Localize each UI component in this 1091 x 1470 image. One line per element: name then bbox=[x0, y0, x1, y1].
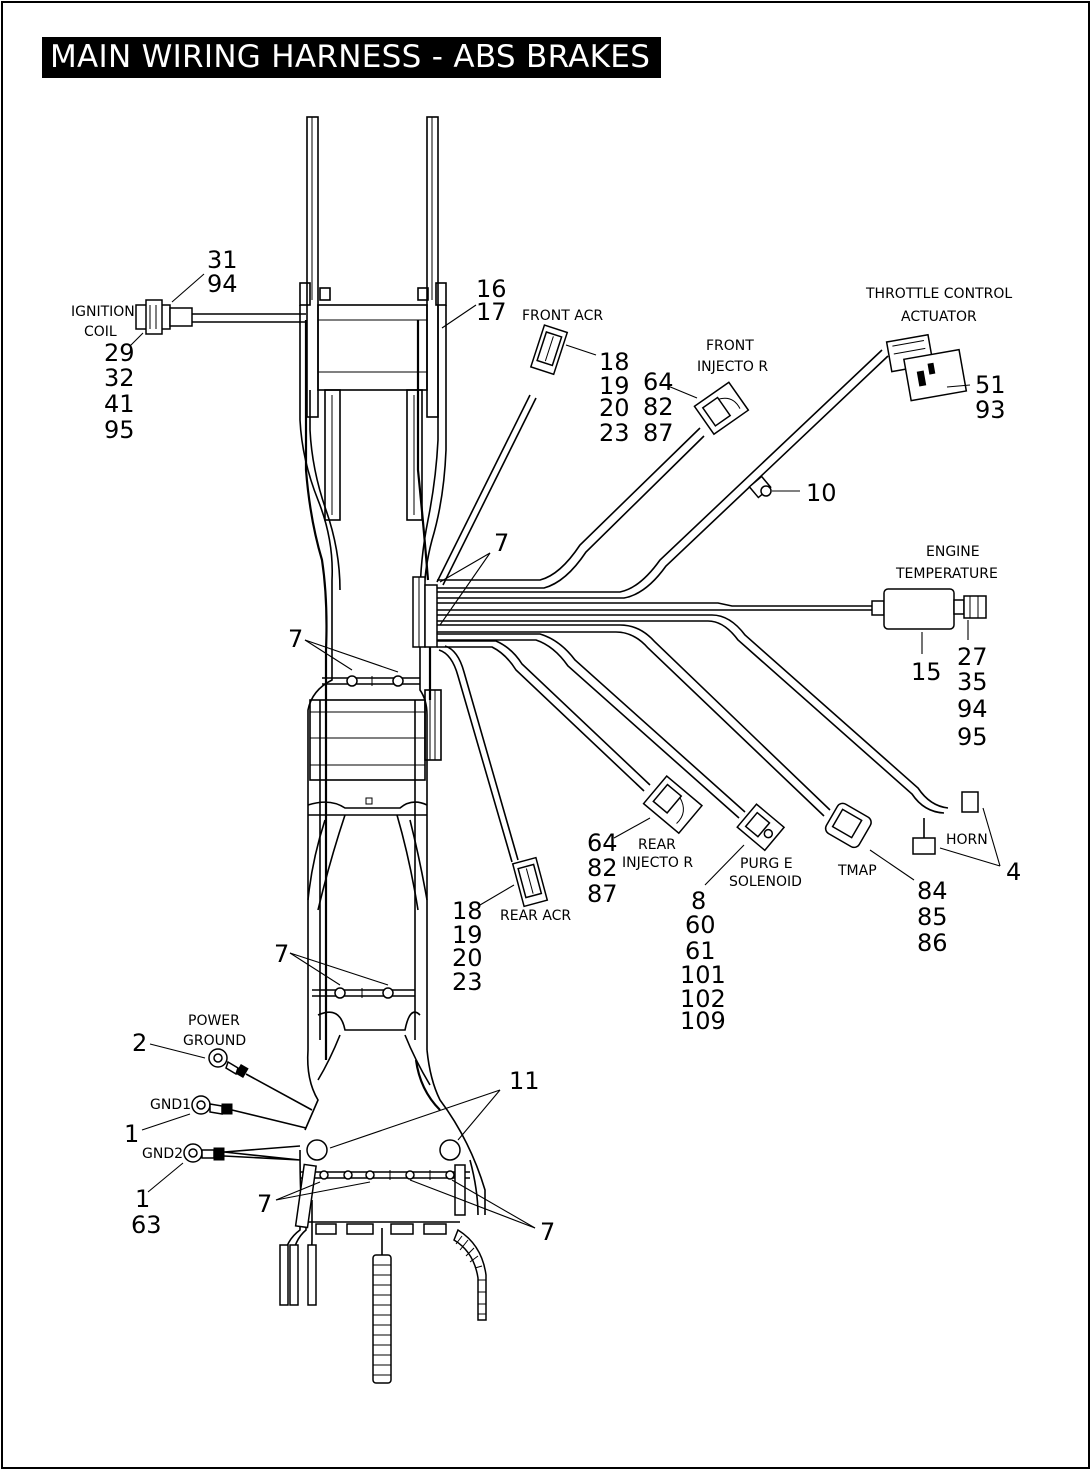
label-throttle-2: ACTUATOR bbox=[901, 309, 977, 325]
callout-94b: 94 bbox=[957, 695, 988, 723]
callout-16: 16 bbox=[476, 275, 507, 303]
callout-1-gnd2: 1 bbox=[135, 1185, 150, 1213]
front-injector-connector bbox=[693, 381, 750, 436]
callout-rear-acr-20: 20 bbox=[452, 944, 483, 972]
callout-10: 10 bbox=[806, 479, 837, 507]
callout-front-inj-64: 64 bbox=[643, 368, 674, 396]
callout-51: 51 bbox=[975, 371, 1006, 399]
ignition-coil-connector bbox=[135, 299, 193, 335]
rear-acr-connector bbox=[511, 856, 549, 908]
label-rear-acr: REAR ACR bbox=[500, 908, 571, 924]
callout-numbers: 31 94 29 32 41 95 16 17 18 19 20 23 64 8… bbox=[104, 246, 1021, 1246]
label-front-injector-1: FRONT bbox=[706, 338, 754, 354]
callout-rear-acr-23: 23 bbox=[452, 968, 483, 996]
callout-7-mid: 7 bbox=[274, 940, 289, 968]
callout-63: 63 bbox=[131, 1211, 162, 1239]
callout-35: 35 bbox=[957, 668, 988, 696]
callout-rear-acr-19: 19 bbox=[452, 921, 483, 949]
callout-11: 11 bbox=[509, 1067, 540, 1095]
label-purge-1: PURG E bbox=[740, 856, 793, 872]
label-power-ground-1: POWER bbox=[188, 1013, 240, 1029]
callout-rear-inj-64: 64 bbox=[587, 829, 618, 857]
callout-27: 27 bbox=[957, 643, 988, 671]
callout-front-acr-20: 20 bbox=[599, 394, 630, 422]
label-ignition-coil-1: IGNITION bbox=[71, 304, 135, 320]
engine-temperature-sensor bbox=[871, 588, 987, 630]
callout-85: 85 bbox=[917, 903, 948, 931]
callout-93: 93 bbox=[975, 396, 1006, 424]
callout-7-left: 7 bbox=[288, 625, 303, 653]
callout-front-acr-23: 23 bbox=[599, 419, 630, 447]
callout-31: 31 bbox=[207, 246, 238, 274]
purge-solenoid-connector bbox=[736, 803, 786, 852]
harness-trunk bbox=[304, 320, 441, 1111]
callout-rear-acr-18: 18 bbox=[452, 897, 483, 925]
callout-86: 86 bbox=[917, 929, 948, 957]
callout-front-inj-82: 82 bbox=[643, 393, 674, 421]
callout-front-acr-19: 19 bbox=[599, 372, 630, 400]
callout-rear-inj-87: 87 bbox=[587, 880, 618, 908]
motorcycle-frame bbox=[299, 116, 486, 1221]
callout-7-lower-left: 7 bbox=[257, 1190, 272, 1218]
callout-front-acr-18: 18 bbox=[599, 348, 630, 376]
callout-102: 102 bbox=[680, 985, 726, 1013]
label-rear-injector-1: REAR bbox=[638, 837, 676, 853]
callout-32: 32 bbox=[104, 364, 135, 392]
callout-15: 15 bbox=[911, 658, 942, 686]
label-tmap: TMAP bbox=[837, 863, 877, 879]
callout-101: 101 bbox=[680, 961, 726, 989]
throttle-actuator-connector bbox=[885, 333, 968, 402]
label-power-ground-2: GROUND bbox=[183, 1033, 246, 1049]
component-labels: IGNITION COIL FRONT ACR FRONT INJECTO R … bbox=[71, 286, 1012, 1162]
callout-84: 84 bbox=[917, 877, 948, 905]
callout-rear-inj-82: 82 bbox=[587, 854, 618, 882]
harness-branches bbox=[192, 313, 949, 863]
callout-7-upper: 7 bbox=[494, 529, 509, 557]
label-front-acr: FRONT ACR bbox=[522, 308, 603, 324]
callout-2: 2 bbox=[132, 1029, 147, 1057]
callout-95b: 95 bbox=[957, 723, 988, 751]
callout-7-lower-right: 7 bbox=[540, 1218, 555, 1246]
callout-61: 61 bbox=[685, 937, 716, 965]
title-bar: MAIN WIRING HARNESS - ABS BRAKES bbox=[42, 37, 661, 78]
callout-29: 29 bbox=[104, 339, 135, 367]
callout-17: 17 bbox=[476, 298, 507, 326]
rear-leads bbox=[279, 1163, 487, 1384]
front-acr-connector bbox=[529, 324, 569, 376]
callout-front-inj-87: 87 bbox=[643, 419, 674, 447]
callout-41: 41 bbox=[104, 390, 135, 418]
label-rear-injector-2: INJECTO R bbox=[622, 855, 693, 871]
ground-terminals bbox=[183, 1048, 313, 1163]
callout-8: 8 bbox=[691, 887, 706, 915]
label-horn: HORN bbox=[946, 832, 988, 848]
harness-clip-10 bbox=[748, 475, 772, 499]
label-engine-temp-2: TEMPERATURE bbox=[895, 566, 998, 582]
label-engine-temp-1: ENGINE bbox=[926, 544, 980, 560]
label-front-injector-2: INJECTO R bbox=[697, 359, 768, 375]
label-throttle-1: THROTTLE CONTROL bbox=[865, 286, 1012, 302]
page-title: MAIN WIRING HARNESS - ABS BRAKES bbox=[50, 39, 651, 75]
rear-injector-connector bbox=[642, 775, 704, 835]
horn-connector bbox=[912, 791, 979, 855]
harness-clamps bbox=[300, 675, 470, 1180]
label-gnd1: GND1 bbox=[150, 1097, 191, 1113]
leader-lines bbox=[129, 273, 1001, 1229]
callout-60: 60 bbox=[685, 911, 716, 939]
label-gnd2: GND2 bbox=[142, 1146, 183, 1162]
tmap-connector bbox=[824, 802, 872, 849]
label-ignition-coil-2: COIL bbox=[84, 324, 117, 340]
callout-95: 95 bbox=[104, 416, 135, 444]
callout-1-gnd1: 1 bbox=[124, 1120, 139, 1148]
callout-94: 94 bbox=[207, 270, 238, 298]
callout-109: 109 bbox=[680, 1007, 726, 1035]
label-purge-2: SOLENOID bbox=[729, 874, 802, 890]
grommets bbox=[306, 1139, 461, 1161]
callout-4: 4 bbox=[1006, 858, 1021, 886]
